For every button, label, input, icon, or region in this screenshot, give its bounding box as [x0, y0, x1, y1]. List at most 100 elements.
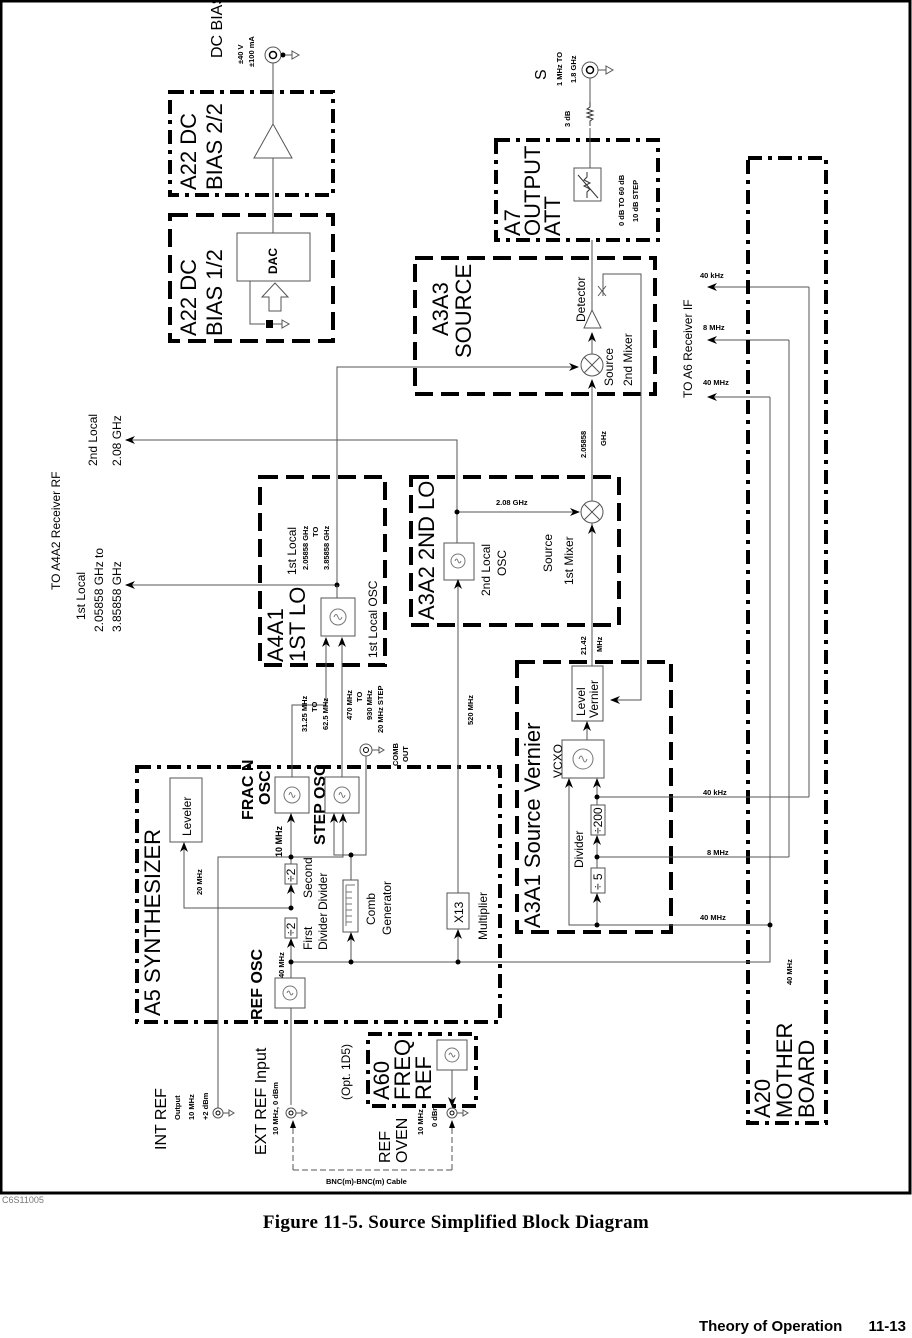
step-out-l3: 930 MHz [365, 690, 374, 720]
a22-bias1-title-l2: BIAS 1/2 [202, 249, 227, 336]
a20-title-l2: MOTHER [772, 1023, 797, 1118]
a20-title-l1: A20 [750, 1079, 775, 1118]
level-vernier-l1: Level [574, 687, 588, 716]
dc-bias-connector[interactable] [264, 46, 301, 64]
a60-title-l1: A60 [369, 1061, 394, 1100]
comb-gen-l1: Comb [364, 893, 378, 925]
oscillator-icon [282, 985, 298, 1001]
oscillator-icon [444, 1047, 460, 1063]
dac-label: DAC [266, 248, 280, 274]
fixed-attenuator-icon [585, 102, 595, 126]
frac-out-l1: 31.25 MHz [300, 695, 309, 732]
a7-step: 10 dB STEP [631, 180, 640, 222]
first-div2-label: ÷2 [284, 922, 298, 936]
first-local-l1: 1st Local [74, 572, 88, 620]
ref-oven-connector[interactable] [446, 1107, 469, 1119]
oscillator-icon [450, 553, 466, 569]
second-divider-l2: Divider [316, 873, 330, 910]
a4a1-title-l2: 1ST LO [285, 587, 310, 662]
second-local-l1: 2nd Local [86, 414, 100, 466]
a22-bias2-title-l2: BIAS 2/2 [202, 103, 227, 190]
mixer2-input-freq-l1: 2.05858 [579, 431, 588, 458]
ext-ref-input-connector[interactable] [285, 1107, 308, 1119]
a7-title-l2: OUTPUT [520, 146, 545, 236]
comb-out-connector[interactable] [359, 743, 385, 757]
divider-label: Divider [572, 831, 586, 868]
oscillator-icon [283, 786, 301, 804]
first-divider-l2: Divider [316, 913, 330, 950]
a4a1-freq-l3: TO [311, 527, 320, 537]
comb-out-l2: OUT [401, 746, 410, 762]
a6-40mhz-label: 40 MHz [703, 378, 729, 387]
dc-bias-current: ±100 mA [247, 36, 256, 67]
oscillator-icon [329, 608, 347, 626]
multiplier-label: Multiplier [476, 892, 490, 940]
frac-n-10mhz: 10 MHz [274, 825, 284, 857]
a3a2-2nd-lo-block: A3A2 2ND LO 2nd Local OSC Source 1st Mix… [409, 475, 621, 627]
2nd-local-osc-box [443, 542, 475, 581]
ref-oven-l3: 10 MHz [416, 1109, 425, 1135]
a3a2-osc-l1: 2nd Local [479, 544, 493, 596]
a60-title-l3: REF [411, 1056, 436, 1100]
x13-label: X13 [452, 901, 466, 923]
vernier-40khz-label: 40 kHz [703, 788, 727, 797]
page-footer: Theory of Operation 11-13 [677, 1318, 906, 1335]
a22-bias-2-block: A22 DC BIAS 2/2 [168, 90, 335, 197]
mixer1-label-l2: 1st Mixer [562, 536, 576, 585]
bnc-cable [292, 1122, 453, 1171]
a7-range: 0 dB TO 60 dB [617, 174, 626, 226]
a7-title-l3: ATT [540, 196, 565, 236]
frac-n-label-l1: FRAC N [240, 760, 257, 820]
first-local-l3: 3.85858 GHz [110, 561, 124, 632]
comb-gen-l2: Generator [380, 881, 394, 935]
vernier-8mhz-label: 8 MHz [707, 848, 729, 857]
int-ref-l4: +2 dBm [201, 1092, 210, 1120]
first-local-l2: 2.05858 GHz to [92, 548, 106, 632]
a20-motherboard-block: A20 MOTHER BOARD 40 MHz [746, 156, 828, 1125]
a20-title-l3: BOARD [794, 1040, 819, 1118]
a6-40khz-label: 40 kHz [700, 271, 724, 280]
a22-bias2-title-l1: A22 DC [176, 113, 201, 190]
int-ref-l1: INT REF [153, 1088, 170, 1150]
a3a2-osc-l2: OSC [495, 550, 509, 576]
oscillator-icon [333, 786, 351, 804]
mb-40mhz-label: 40 MHz [785, 959, 794, 985]
footer-page-number: 11-13 [868, 1318, 906, 1335]
a22-bias1-title-l1: A22 DC [176, 259, 201, 336]
ext-ref-l1: EXT REF Input [253, 1047, 270, 1155]
a3a3-title-l1: A3A3 [428, 282, 453, 336]
mixer2-input-freq-l2: GHz [599, 431, 608, 446]
ref-osc-label: REF OSC [249, 948, 266, 1020]
dc-bias-label: DC BIAS [209, 0, 226, 58]
a60-title-l2: FREQ [390, 1039, 415, 1100]
variable-attenuator-icon [577, 172, 599, 199]
ground-terminal-icon [266, 320, 273, 328]
first-divider-l1: First [301, 926, 315, 950]
diagram-border [0, 0, 912, 1195]
bnc-cable-label: BNC(m)-BNC(m) Cable [326, 1177, 407, 1186]
a5-synthesizer-block: A5 SYNTHESIZER Leveler 20 MHz FRAC N OSC… [135, 760, 502, 1024]
divide-200-label: ÷200 [591, 807, 605, 834]
a3a2-title: A3A2 2ND LO [414, 481, 439, 620]
bus-arrow-icon [260, 282, 290, 312]
int-ref-output-connector[interactable] [212, 1107, 235, 1119]
if-2142-l1: 21.42 [579, 636, 588, 655]
ref-oven-l1: REF [377, 1131, 394, 1163]
to-a6-label: TO A6 Receiver IF [681, 300, 695, 398]
source-output-connector[interactable] [581, 61, 615, 79]
vernier-40mhz-label: 40 MHz [700, 913, 726, 922]
comb-icon [345, 884, 355, 926]
detector-label: Detector [574, 277, 588, 322]
a4a1-title-l1: A4A1 [263, 608, 288, 662]
step-out-l1: 470 MHz [345, 690, 354, 720]
frac-out-l2: TO [310, 702, 319, 712]
a4a1-freq-l4: 3.85858 GHz [322, 526, 331, 570]
oscillator-icon [572, 748, 594, 770]
ext-ref-l2: 10 MHz, 0 dBm [271, 1082, 280, 1135]
output-pad: 3 dB [563, 110, 572, 127]
int-ref-l2: Output [173, 1095, 182, 1120]
a22-bias-1-block: A22 DC BIAS 1/2 DAC [168, 213, 335, 343]
a60-option: (Opt. 1D5) [339, 1044, 353, 1100]
leveler-20mhz: 20 MHz [195, 869, 204, 895]
step-out-l4: 20 MHz STEP [376, 685, 385, 733]
